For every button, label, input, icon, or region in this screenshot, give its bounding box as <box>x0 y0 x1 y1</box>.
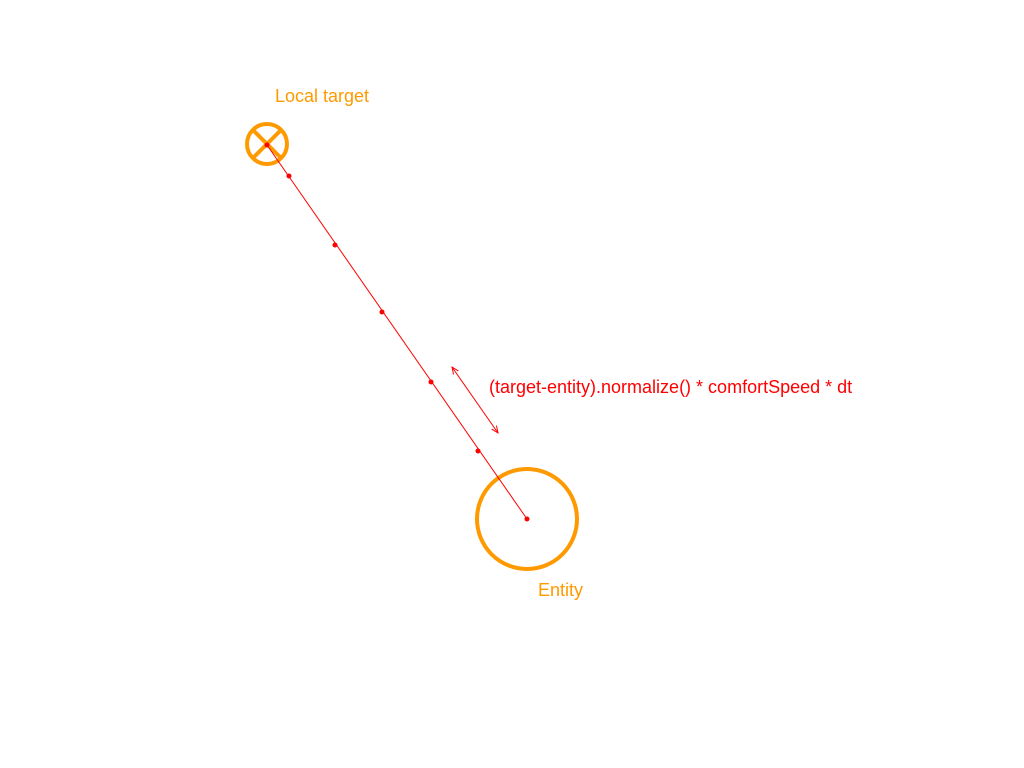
local-target-label: Local target <box>275 86 370 106</box>
path-line <box>266 144 528 520</box>
entity-center-point <box>524 516 530 522</box>
path-point <box>286 173 292 179</box>
path-point <box>475 448 481 454</box>
step-length-arrow <box>452 367 498 433</box>
formula-label: (target-entity).normalize() * comfortSpe… <box>489 377 853 397</box>
entity-label: Entity <box>538 580 584 600</box>
path-point <box>379 309 385 315</box>
path-point <box>264 142 270 148</box>
path-point <box>428 379 434 385</box>
entity-circle <box>475 467 579 571</box>
path-point <box>332 242 338 248</box>
